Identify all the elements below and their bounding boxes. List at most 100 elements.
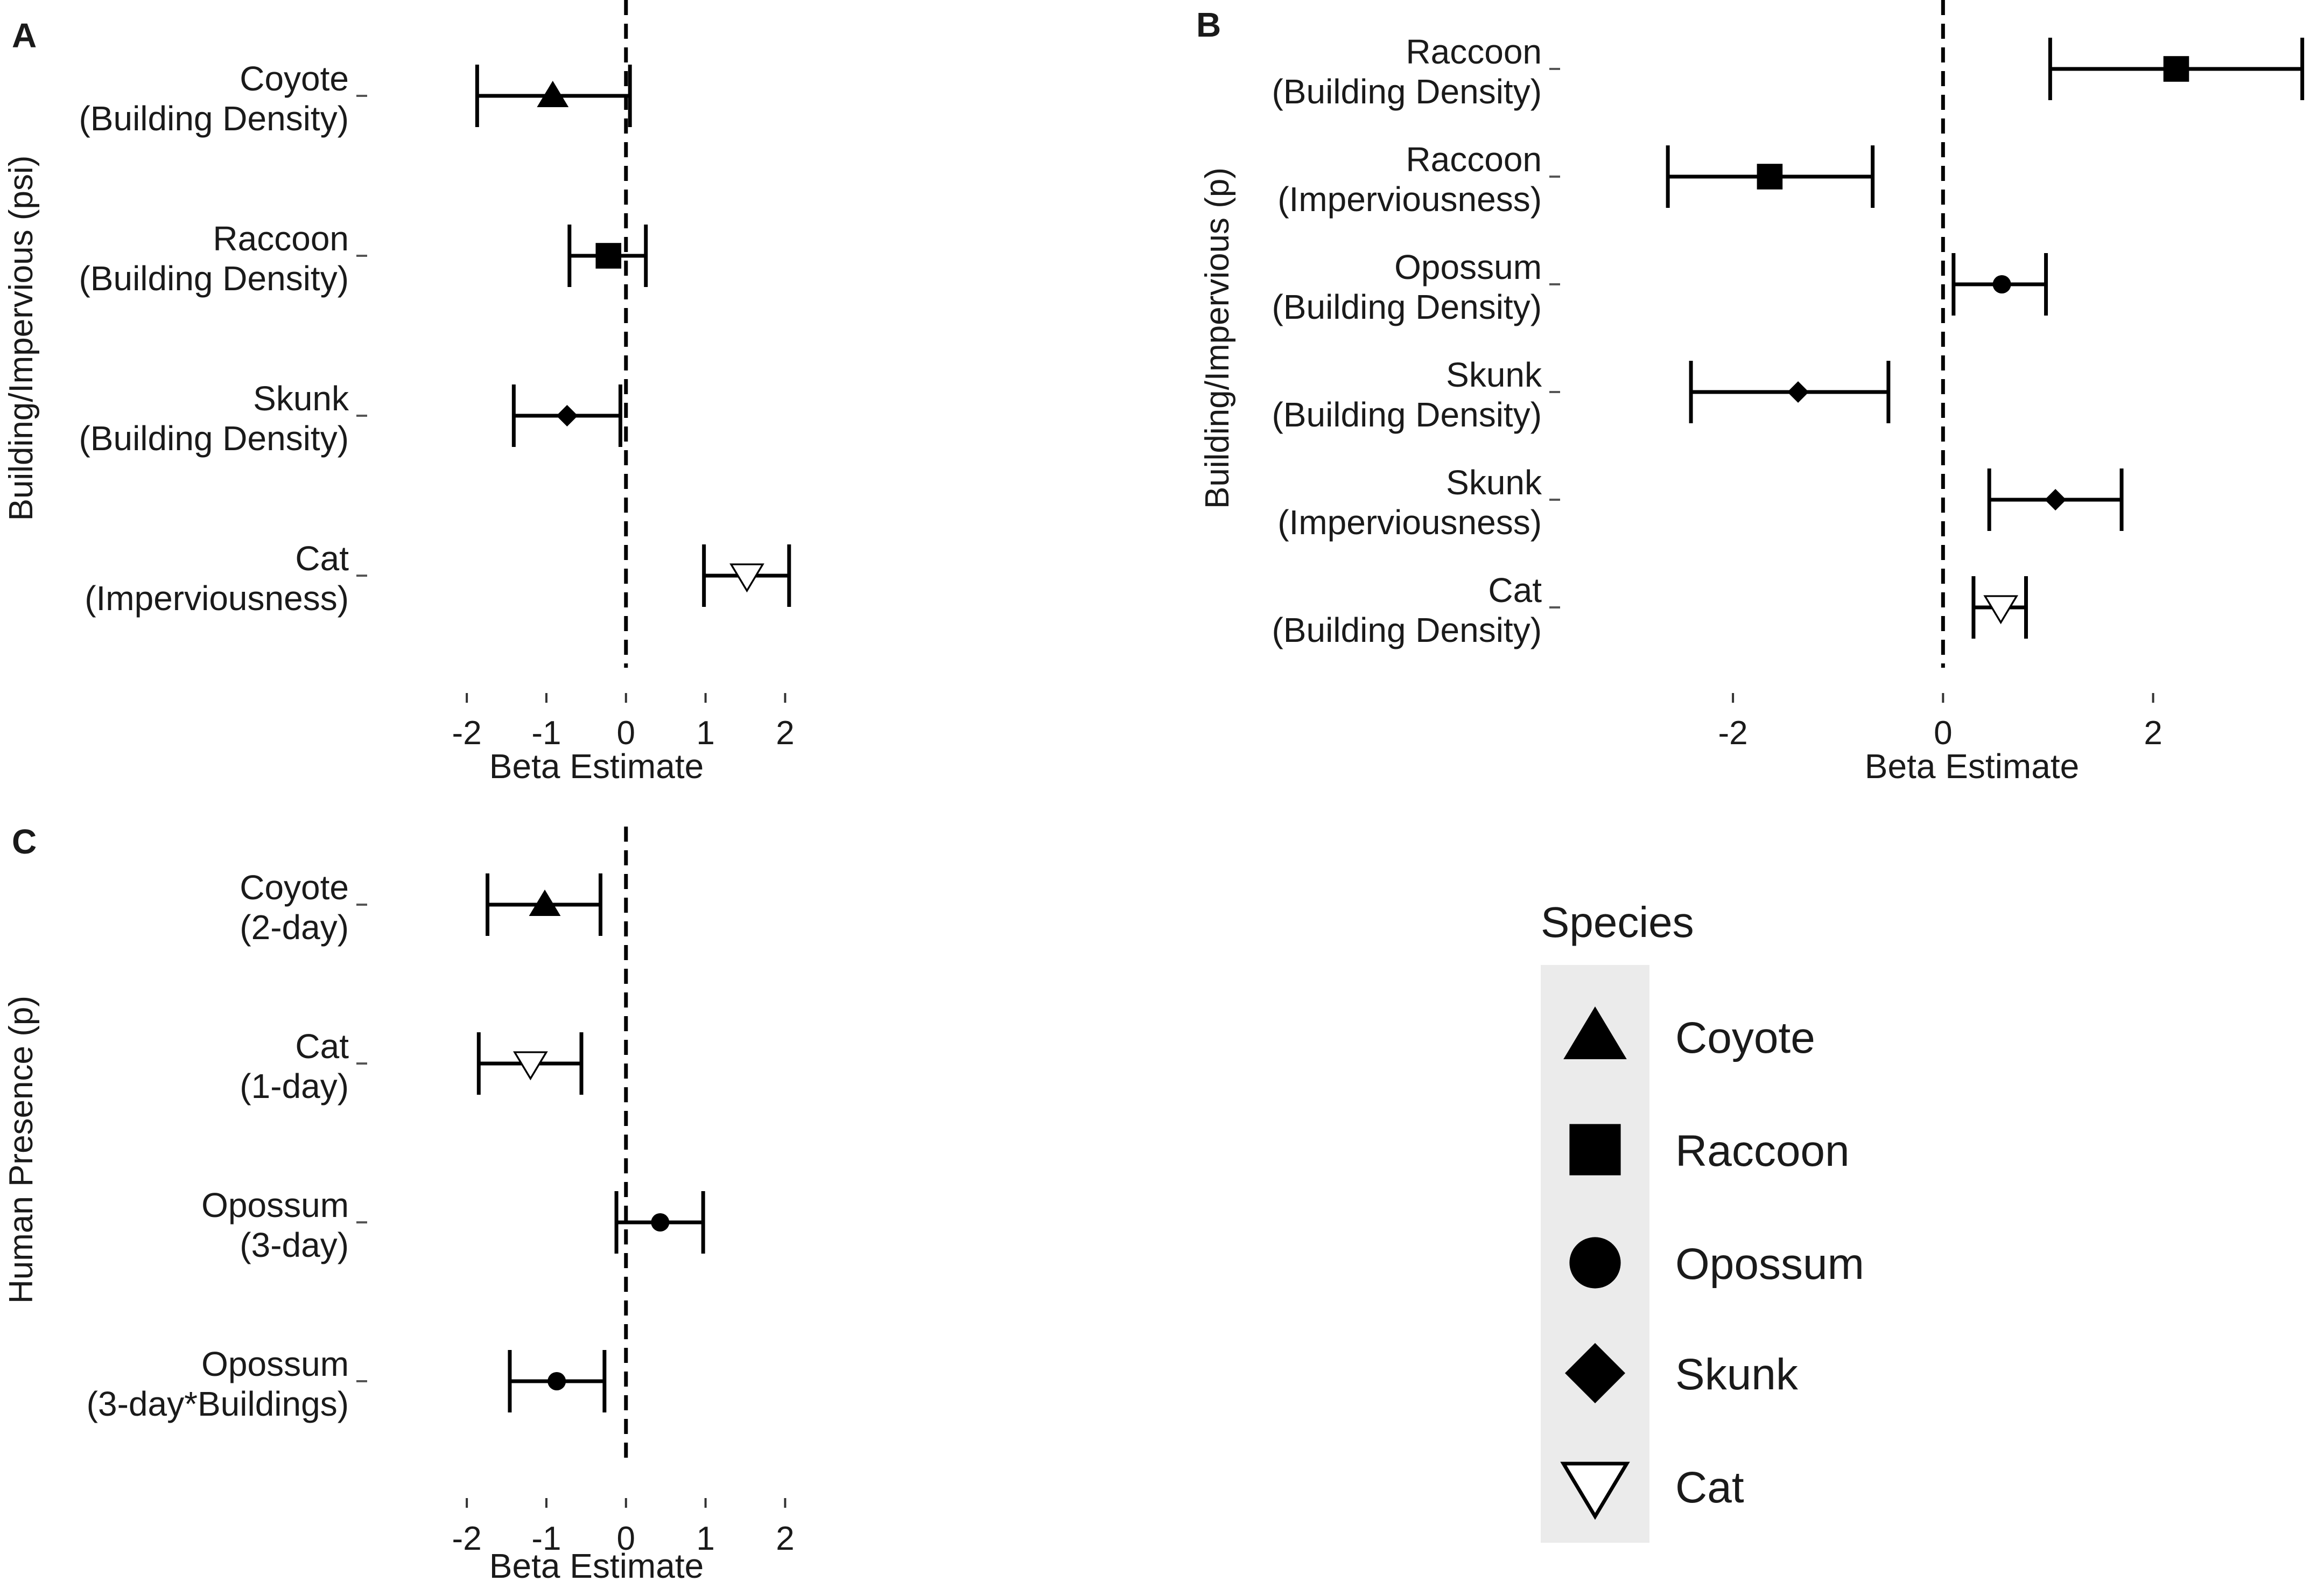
legend-marker	[1569, 1124, 1621, 1176]
x-tick-label: 0	[617, 1520, 635, 1557]
row-label-species: Coyote	[240, 868, 349, 907]
row-label-species: Raccoon	[213, 219, 349, 258]
row-label-species: Cat	[295, 1027, 349, 1066]
row-label-covariate: (Imperviousness)	[85, 579, 349, 618]
legend-marker	[1565, 1343, 1625, 1403]
estimate-row: Coyote(2-day)	[240, 868, 602, 947]
x-tick-label: 0	[1934, 715, 1952, 752]
row-label-covariate: (1-day)	[240, 1067, 349, 1106]
x-tick-label: -2	[1718, 715, 1748, 752]
x-tick-label: 2	[776, 715, 794, 752]
estimate-row: Coyote(Building Density)	[79, 59, 632, 138]
x-tick-label: -2	[452, 1520, 482, 1557]
legend-label: Opossum	[1675, 1240, 1864, 1289]
row-label-covariate: (Building Density)	[1272, 288, 1542, 326]
estimate-row: Skunk(Building Density)	[79, 379, 622, 458]
x-tick-label: 0	[617, 715, 635, 752]
x-tick-label: 2	[2144, 715, 2162, 752]
row-label-covariate: (Building Density)	[79, 419, 349, 458]
row-label-covariate: (3-day*Buildings)	[87, 1384, 349, 1423]
estimate-point	[1992, 275, 2011, 293]
x-tick-label: -1	[531, 715, 561, 752]
panel-letter: C	[12, 822, 37, 861]
legend-title: Species	[1541, 898, 1694, 946]
row-label-species: Raccoon	[1406, 32, 1542, 71]
row-label-covariate: (3-day)	[240, 1226, 349, 1264]
estimate-point	[547, 1372, 566, 1390]
x-tick-label: -1	[531, 1520, 561, 1557]
row-label-species: Coyote	[240, 59, 349, 98]
x-tick-label: 1	[696, 1520, 714, 1557]
estimate-point	[1983, 595, 2019, 625]
row-label-species: Skunk	[253, 379, 349, 418]
estimate-point	[1787, 381, 1809, 403]
estimate-row: Cat(1-day)	[240, 1027, 584, 1106]
row-label-species: Cat	[1488, 571, 1542, 610]
estimate-row: Opossum(3-day)	[201, 1186, 705, 1264]
estimate-point	[595, 243, 622, 269]
x-tick-label: -2	[452, 715, 482, 752]
estimate-point	[651, 1213, 670, 1232]
estimate-row: Raccoon(Building Density)	[1272, 32, 2305, 111]
panel-letter: B	[1196, 5, 1221, 44]
row-label-covariate: (Building Density)	[1272, 611, 1542, 649]
estimate-point	[529, 890, 561, 916]
legend-marker	[1563, 1006, 1627, 1059]
legend-item-raccoon: Raccoon	[1569, 1124, 1850, 1176]
x-tick-label: 2	[776, 1520, 794, 1557]
row-label-covariate: (Building Density)	[1272, 395, 1542, 434]
row-label-covariate: (Building Density)	[1272, 72, 1542, 111]
estimate-row: Skunk(Imperviousness)	[1277, 463, 2124, 542]
row-label-species: Opossum	[201, 1186, 349, 1225]
estimate-row: Cat(Imperviousness)	[85, 539, 791, 618]
legend-label: Coyote	[1675, 1013, 1815, 1062]
estimate-row: Cat(Building Density)	[1272, 571, 2028, 649]
y-axis-title: Human Presence (p)	[3, 996, 40, 1304]
row-label-species: Opossum	[201, 1345, 349, 1383]
x-tick-label: 1	[696, 715, 714, 752]
row-label-covariate: (Imperviousness)	[1277, 180, 1542, 219]
legend-label: Raccoon	[1675, 1127, 1850, 1176]
row-label-covariate: (Building Density)	[79, 259, 349, 298]
x-axis-title: Beta Estimate	[489, 747, 704, 786]
estimate-point	[1757, 164, 1783, 190]
legend-item-cat: Cat	[1560, 1461, 1744, 1520]
estimate-row: Opossum(Building Density)	[1272, 248, 2048, 326]
row-label-species: Opossum	[1394, 248, 1542, 286]
row-label-species: Cat	[295, 539, 349, 578]
estimate-point	[729, 563, 764, 593]
estimate-row: Raccoon(Building Density)	[79, 219, 648, 298]
legend-label: Cat	[1675, 1463, 1744, 1512]
estimate-point	[2163, 56, 2189, 82]
row-label-species: Skunk	[1446, 355, 1542, 394]
estimate-row: Raccoon(Imperviousness)	[1277, 140, 1875, 219]
estimate-point	[513, 1051, 548, 1081]
legend-item-coyote: Coyote	[1563, 1006, 1815, 1062]
estimate-point	[2045, 489, 2067, 510]
legend-item-opossum: Opossum	[1569, 1237, 1864, 1289]
estimate-point	[556, 405, 578, 426]
row-label-covariate: (Imperviousness)	[1277, 503, 1542, 542]
estimate-row: Opossum(3-day*Buildings)	[87, 1345, 607, 1423]
y-axis-title: Building/Impervious (p)	[1199, 167, 1236, 509]
estimate-point	[537, 81, 569, 107]
panel-letter: A	[12, 16, 37, 55]
row-label-covariate: (2-day)	[240, 908, 349, 947]
row-label-species: Raccoon	[1406, 140, 1542, 179]
legend-marker	[1560, 1461, 1630, 1520]
row-label-species: Skunk	[1446, 463, 1542, 502]
legend-label: Skunk	[1675, 1350, 1799, 1399]
legend-item-skunk: Skunk	[1565, 1343, 1799, 1403]
x-axis-title: Beta Estimate	[1865, 747, 2079, 786]
row-label-covariate: (Building Density)	[79, 99, 349, 138]
x-axis-title: Beta Estimate	[489, 1547, 704, 1585]
estimate-row: Skunk(Building Density)	[1272, 355, 1891, 434]
legend-marker	[1569, 1237, 1621, 1289]
y-axis-title: Building/Impervious (psi)	[3, 156, 40, 521]
